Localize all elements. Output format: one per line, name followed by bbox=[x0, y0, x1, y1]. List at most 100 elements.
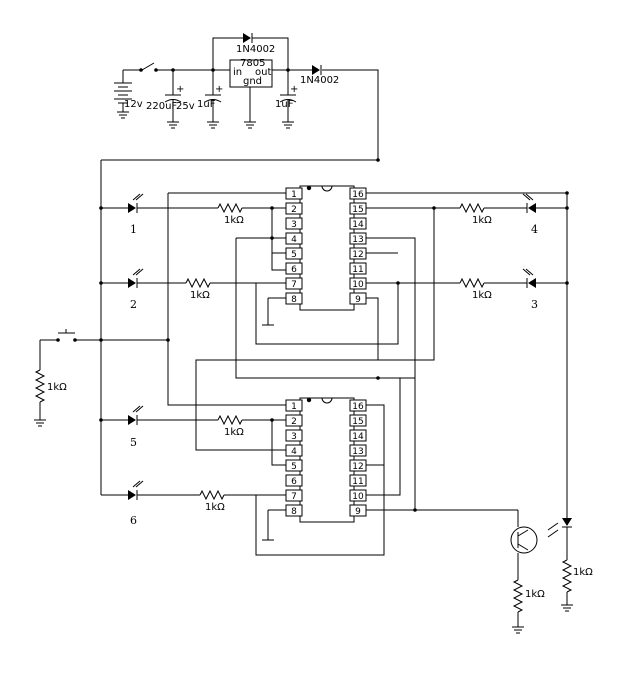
svg-text:4: 4 bbox=[531, 223, 538, 236]
resistor-r5 bbox=[217, 414, 243, 426]
chip-pin-number: 4 bbox=[291, 235, 297, 245]
chip-pin-right-14 bbox=[349, 429, 367, 442]
svg-text:1kΩ: 1kΩ bbox=[573, 567, 593, 578]
chip-pin-left-6 bbox=[285, 474, 303, 487]
chip-pin-number: 7 bbox=[291, 280, 297, 290]
junction-dot bbox=[270, 418, 274, 422]
junction-dot bbox=[99, 418, 103, 422]
capacitor-1uf-in: + bbox=[204, 70, 223, 129]
chip-pin-left-5 bbox=[285, 247, 303, 260]
junction-dot bbox=[376, 376, 380, 380]
chip-pin-left-4 bbox=[285, 444, 303, 457]
chip-pin-number: 14 bbox=[352, 432, 364, 442]
resistor-r4 bbox=[459, 277, 485, 289]
resistor-r1 bbox=[217, 202, 243, 214]
chip-pin-right-11 bbox=[349, 262, 367, 275]
chip-1 bbox=[299, 185, 355, 311]
chip-pin-left-2 bbox=[285, 202, 303, 215]
cap1-value: 220uF bbox=[146, 101, 177, 112]
chip-pin-number: 6 bbox=[291, 477, 297, 487]
chip-pin-left-4 bbox=[285, 232, 303, 245]
chip-pin-number: 14 bbox=[352, 220, 364, 230]
chip-pin-left-3 bbox=[285, 429, 303, 442]
chip-pin-number: 13 bbox=[352, 235, 363, 245]
chip-pin-left-7 bbox=[285, 489, 303, 502]
chip-pin-number: 3 bbox=[291, 220, 297, 230]
resistor-irled bbox=[561, 559, 573, 593]
capacitor-1uf-out: + bbox=[279, 70, 298, 129]
chip-pin-left-3 bbox=[285, 217, 303, 230]
svg-text:2: 2 bbox=[130, 298, 137, 311]
chip-pin-number: 12 bbox=[352, 462, 363, 472]
chip-pin-number: 16 bbox=[352, 402, 364, 412]
junction-dot bbox=[270, 236, 274, 240]
svg-text:3: 3 bbox=[531, 298, 538, 311]
chip-pin-right-12 bbox=[349, 459, 367, 472]
push-button bbox=[56, 329, 77, 342]
chip-pin-number: 10 bbox=[352, 492, 364, 502]
chip-pin-number: 5 bbox=[291, 250, 297, 260]
svg-text:1kΩ: 1kΩ bbox=[472, 290, 492, 301]
chip-pin-number: 2 bbox=[291, 417, 297, 427]
chip-pin-number: 7 bbox=[291, 492, 297, 502]
power-switch bbox=[139, 62, 158, 72]
chip-pin-right-16 bbox=[349, 399, 367, 412]
led-5 bbox=[128, 405, 144, 425]
led-2 bbox=[128, 268, 144, 288]
junction-dot bbox=[171, 68, 175, 72]
chip-pin-number: 8 bbox=[291, 295, 297, 305]
chip-pin-right-14 bbox=[349, 217, 367, 230]
led-6 bbox=[128, 480, 144, 500]
chip-pin-number: 1 bbox=[291, 190, 297, 200]
output-diode bbox=[312, 65, 322, 75]
chip-pin-number: 2 bbox=[291, 205, 297, 215]
capacitor-220uf: + bbox=[164, 70, 184, 129]
chip-2 bbox=[299, 397, 355, 523]
resistor-button bbox=[34, 369, 46, 403]
chip-pin-left-7 bbox=[285, 277, 303, 290]
chip-pin-left-6 bbox=[285, 262, 303, 275]
chip-pin-right-9 bbox=[349, 504, 367, 517]
chip-pin-number: 10 bbox=[352, 280, 364, 290]
led-3 bbox=[522, 268, 536, 288]
resistor-r3 bbox=[459, 202, 485, 214]
resistor-r2 bbox=[185, 277, 211, 289]
junction-dot bbox=[99, 338, 103, 342]
junction-dot bbox=[166, 338, 170, 342]
resistor-photo bbox=[512, 579, 524, 613]
junction-dot bbox=[211, 68, 215, 72]
svg-text:1: 1 bbox=[130, 223, 137, 236]
chip-pin-right-12 bbox=[349, 247, 367, 260]
svg-text:+: + bbox=[176, 84, 184, 95]
bypass-diode-label: 1N4002 bbox=[236, 44, 275, 55]
svg-text:5: 5 bbox=[130, 436, 137, 449]
chip-pin-left-1 bbox=[285, 399, 303, 412]
regulator-out: out bbox=[255, 67, 271, 78]
output-diode-label: 1N4002 bbox=[300, 75, 339, 86]
chip-pin-right-13 bbox=[349, 444, 367, 457]
junction-dot bbox=[565, 206, 569, 210]
battery bbox=[114, 70, 132, 119]
led-4 bbox=[522, 193, 536, 213]
svg-text:1kΩ: 1kΩ bbox=[224, 427, 244, 438]
chip-pin-number: 11 bbox=[352, 477, 363, 487]
junction-dot bbox=[286, 68, 290, 72]
regulator-in: in bbox=[233, 67, 242, 78]
chip-pin-right-10 bbox=[349, 489, 367, 502]
led-labels: 1 2 3 4 5 6 bbox=[130, 223, 538, 527]
chip-pin-left-1 bbox=[285, 187, 303, 200]
svg-text:6: 6 bbox=[130, 514, 137, 527]
junction-dot bbox=[413, 508, 417, 512]
chip-pin-number: 4 bbox=[291, 447, 297, 457]
junction-dots bbox=[99, 68, 569, 512]
chip-pin-right-11 bbox=[349, 474, 367, 487]
chip-pin-number: 6 bbox=[291, 265, 297, 275]
svg-text:1kΩ: 1kΩ bbox=[525, 589, 545, 600]
chip-pin-right-10 bbox=[349, 277, 367, 290]
chip-pin-left-8 bbox=[285, 292, 303, 305]
chip-pin-right-16 bbox=[349, 187, 367, 200]
chip-pin-number: 11 bbox=[352, 265, 363, 275]
chip-pin-left-8 bbox=[285, 504, 303, 517]
